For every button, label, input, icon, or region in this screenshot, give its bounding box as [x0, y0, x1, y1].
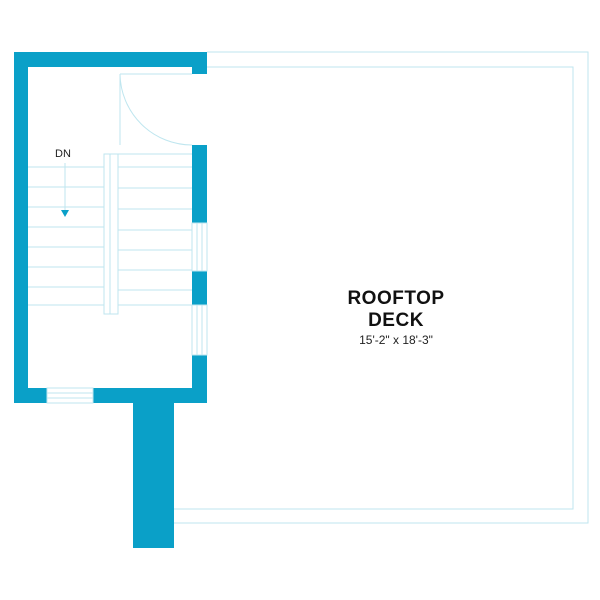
window-bottom — [46, 387, 94, 404]
window-right-lower — [191, 304, 208, 356]
stair-enclosure-walls — [14, 52, 207, 548]
down-arrow-icon — [61, 163, 69, 217]
room-name-line2: DECK — [368, 310, 424, 331]
room-name-line1: ROOFTOP — [347, 288, 445, 309]
door — [119, 73, 193, 146]
window-right-upper — [191, 222, 208, 272]
windows — [46, 222, 208, 404]
stairs — [28, 153, 192, 315]
stair-direction-label: DN — [55, 148, 71, 160]
deck-outline — [174, 51, 589, 524]
room-dimensions: 15'-2" x 18'-3" — [359, 333, 433, 347]
